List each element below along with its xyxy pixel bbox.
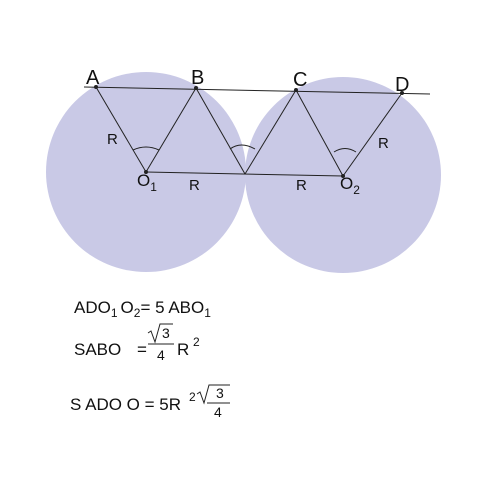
formula-3-lhs: S ADO O = 5R [70,395,181,414]
label-r-o1-mid: R [189,177,200,194]
label-a: A [86,67,100,89]
angle-arc-c-o2-d [333,148,357,153]
formula-2-num: 3 [162,325,170,341]
formula-3: S ADO O = 5R 2 3 4 [70,384,230,420]
label-d: D [395,74,409,96]
formula-2-var: R [177,340,189,359]
label-r-o2-mid: R [296,177,307,194]
formula-3-sqrt-sign [196,384,230,405]
point-c [294,88,298,92]
point-a [94,85,98,89]
label-o1: O1 [137,171,157,194]
point-o1 [144,170,148,174]
label-r-do2: R [378,135,389,152]
point-d [400,91,404,95]
label-r-ao1: R [107,131,118,148]
point-b [194,86,198,90]
label-b: B [191,67,204,89]
segment-c-m [244,89,297,175]
line-ad [83,86,431,95]
segment-a-o1 [95,86,147,173]
angle-arc-b-m-c [229,144,256,150]
segment-b-m [195,87,246,175]
formula-2-eq: = [137,340,147,359]
formula-2: SABO = 3 4 R 2 [74,323,200,363]
formula-2-exp: 2 [193,335,200,349]
formula-3-exp: 2 [189,390,196,404]
formula-2-den: 4 [157,347,165,363]
label-o2: O2 [340,174,360,197]
segment-b-o1 [145,87,197,173]
segment-d-o2 [342,92,403,177]
angle-arc-a-o1-b [132,146,160,151]
formula-3-num: 3 [216,385,224,401]
formula-3-den: 4 [214,404,222,420]
formula-2-sqrt-sign [147,323,173,344]
formula-2-lhs: SABO [74,340,121,359]
point-o2 [341,174,345,178]
label-c: C [293,69,307,91]
segment-c-o2 [295,89,344,177]
